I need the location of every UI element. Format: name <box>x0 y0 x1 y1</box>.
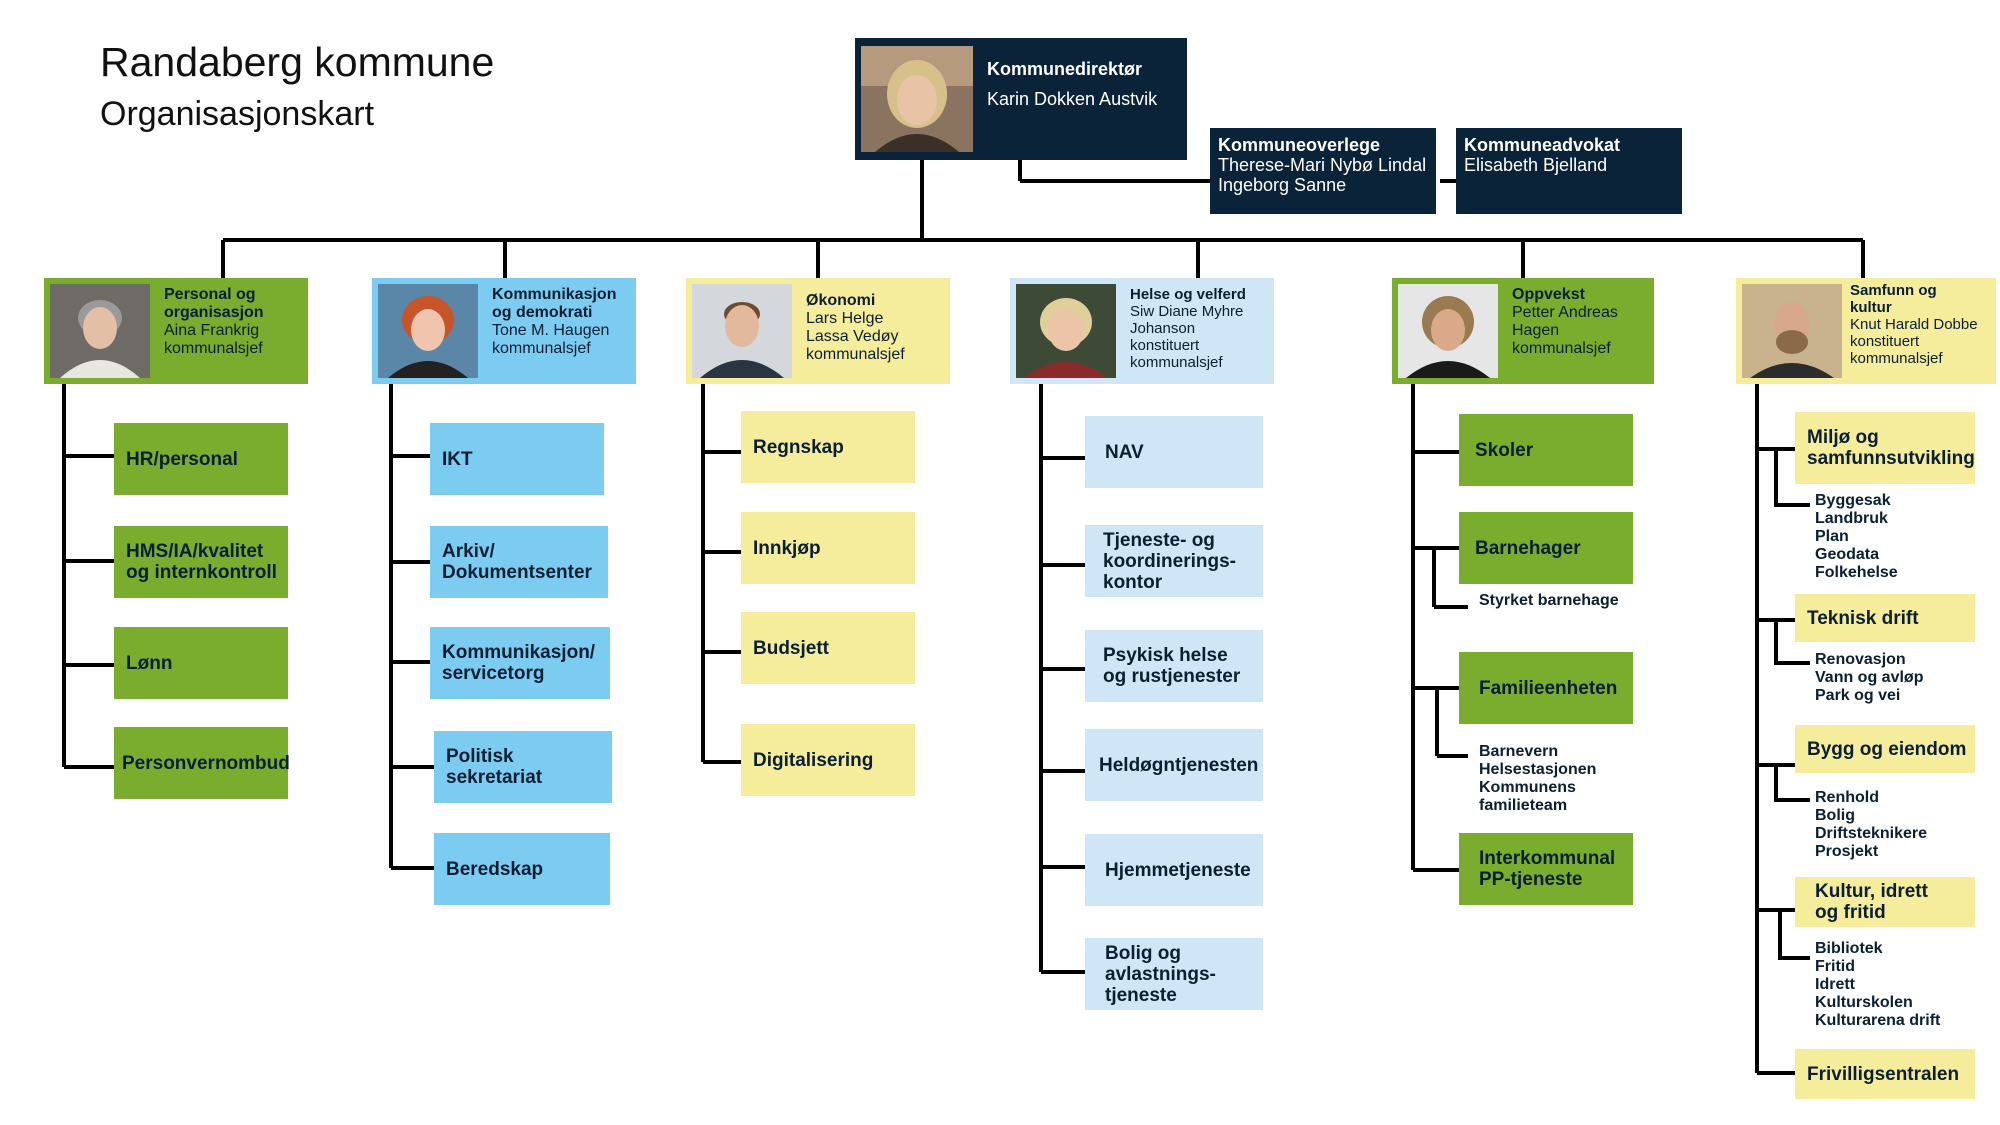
department-head-name: Siw Diane Myhre Johanson <box>1130 303 1244 337</box>
unit-box: Bygg og eiendom <box>1795 725 1975 773</box>
unit-box: NAV <box>1085 416 1263 488</box>
department-head-name: Aina Frankrig <box>164 322 260 339</box>
unit-box: Bolig og avlastnings- tjeneste <box>1085 938 1263 1010</box>
department-title: Personal og organisasjon <box>164 286 264 321</box>
staff-box-kommuneadvokat: Kommuneadvokat Elisabeth Bjelland <box>1456 128 1682 214</box>
unit-box: Innkjøp <box>741 512 915 584</box>
department-head-photo <box>50 284 150 378</box>
person-photo-icon <box>1398 284 1498 378</box>
unit-box: Interkommunal PP-tjeneste <box>1459 833 1633 905</box>
department-head-role: konstituert kommunalsjef <box>1850 333 1943 367</box>
staff-name: Ingeborg Sanne <box>1218 175 1347 195</box>
subunit-list: Styrket barnehage <box>1479 592 1619 609</box>
department-head-photo <box>692 284 792 378</box>
unit-box: Frivilligsentralen <box>1795 1049 1975 1099</box>
unit-box: IKT <box>430 423 604 495</box>
unit-box: Politisk sekretariat <box>434 731 612 803</box>
unit-box: Kultur, idrett og fritid <box>1795 877 1975 927</box>
department-head-name: Tone M. Haugen <box>492 322 610 339</box>
staff-box-kommuneoverlege: Kommuneoverlege Therese-Mari Nybø Lindal… <box>1210 128 1436 214</box>
department-head-samfunn: Samfunn og kultur Knut Harald Dobbe kons… <box>1736 278 1996 384</box>
department-title: Kommunikasjon og demokrati <box>492 286 617 321</box>
unit-box: Teknisk drift <box>1795 594 1975 642</box>
unit-box: Tjeneste- og koordinerings- kontor <box>1085 525 1263 597</box>
unit-box: Digitalisering <box>741 724 915 796</box>
department-head-name: Knut Harald Dobbe <box>1850 316 1978 333</box>
department-head-role: kommunalsjef <box>806 346 905 363</box>
director-name: Karin Dokken Austvik <box>987 89 1158 109</box>
page-title: Randaberg kommune <box>100 39 495 85</box>
staff-role: Kommuneoverlege <box>1218 135 1381 155</box>
director-box: Kommunedirektør Karin Dokken Austvik <box>855 38 1187 160</box>
subunit-list: Barnevern Helsestasjonen Kommunens famil… <box>1479 743 1597 814</box>
unit-box: HR/personal <box>114 423 288 495</box>
department-head-kommunikasjon: Kommunikasjon og demokrati Tone M. Hauge… <box>372 278 636 384</box>
department-head-photo <box>1398 284 1498 378</box>
unit-box: HMS/IA/kvalitet og internkontroll <box>114 526 288 598</box>
director-role: Kommunedirektør <box>987 59 1143 79</box>
department-head-name: Petter Andreas Hagen <box>1512 304 1618 339</box>
director-photo <box>861 46 973 152</box>
department-head-okonomi: Økonomi Lars Helge Lassa Vedøy kommunals… <box>686 278 950 384</box>
department-title: Samfunn og kultur <box>1850 282 1937 316</box>
person-photo-icon <box>692 284 792 378</box>
unit-box: Barnehager <box>1459 512 1633 584</box>
department-title: Økonomi <box>806 292 876 309</box>
unit-box: Miljø og samfunnsutvikling <box>1795 412 1975 484</box>
unit-box: Familieenheten <box>1459 652 1633 724</box>
staff-name: Elisabeth Bjelland <box>1464 155 1608 175</box>
staff-name: Therese-Mari Nybø Lindal <box>1218 155 1427 175</box>
unit-box: Psykisk helse og rustjenester <box>1085 630 1263 702</box>
department-head-oppvekst: Oppvekst Petter Andreas Hagen kommunalsj… <box>1392 278 1654 384</box>
unit-box: Skoler <box>1459 414 1633 486</box>
person-photo-icon <box>1016 284 1116 378</box>
department-head-personal: Personal og organisasjon Aina Frankrig k… <box>44 278 308 384</box>
unit-box: Personvernombud <box>114 727 290 799</box>
subunit-list: Byggesak Landbruk Plan Geodata Folkehels… <box>1815 492 1898 581</box>
department-head-role: kommunalsjef <box>492 340 591 357</box>
department-head-helse: Helse og velferd Siw Diane Myhre Johanso… <box>1010 278 1274 384</box>
unit-box: Hjemmetjeneste <box>1085 834 1263 906</box>
department-head-photo <box>1742 284 1842 378</box>
person-photo-icon <box>50 284 150 378</box>
person-photo-icon <box>1742 284 1842 378</box>
chart-title-block: Randaberg kommune Organisasjonskart <box>100 38 494 136</box>
department-title: Oppvekst <box>1512 286 1585 303</box>
page-subtitle: Organisasjonskart <box>100 95 375 134</box>
department-head-name: Lars Helge Lassa Vedøy <box>806 310 899 345</box>
department-head-role: konstituert kommunalsjef <box>1130 337 1223 371</box>
unit-box: Budsjett <box>741 612 915 684</box>
department-head-photo <box>1016 284 1116 378</box>
person-photo-icon <box>378 284 478 378</box>
unit-box: Lønn <box>114 627 288 699</box>
person-photo-icon <box>861 46 973 152</box>
department-head-role: kommunalsjef <box>1512 340 1611 357</box>
department-title: Helse og velferd <box>1130 286 1246 303</box>
staff-role: Kommuneadvokat <box>1464 135 1621 155</box>
subunit-list: Renovasjon Vann og avløp Park og vei <box>1815 651 1924 704</box>
unit-box: Heldøgntjenesten <box>1085 729 1263 801</box>
unit-box: Kommunikasjon/ servicetorg <box>430 627 610 699</box>
unit-box: Regnskap <box>741 411 915 483</box>
department-head-role: kommunalsjef <box>164 340 263 357</box>
department-head-photo <box>378 284 478 378</box>
unit-box: Arkiv/ Dokumentsenter <box>430 526 608 598</box>
subunit-list: Bibliotek Fritid Idrett Kulturskolen Kul… <box>1815 940 1941 1029</box>
subunit-list: Renhold Bolig Driftsteknikere Prosjekt <box>1815 789 1928 860</box>
unit-box: Beredskap <box>434 833 610 905</box>
